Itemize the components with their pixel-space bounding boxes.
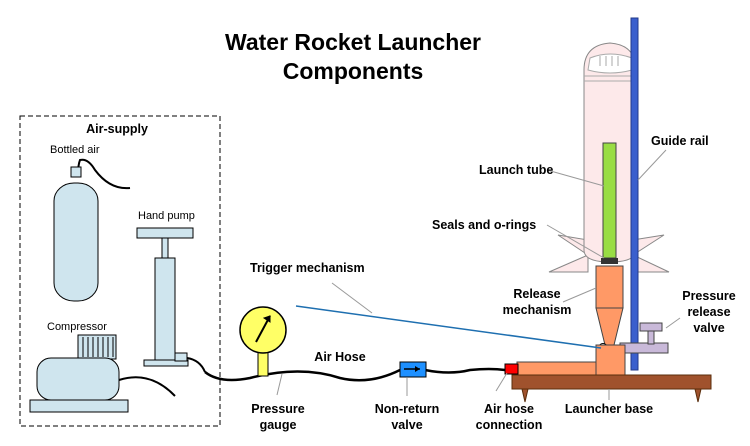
air-hose-connection xyxy=(504,363,519,375)
air-hose-connection-label-2: connection xyxy=(476,418,543,432)
pressure-gauge-label-1: Pressure xyxy=(251,402,305,416)
trigger-line xyxy=(295,305,602,349)
guide-rail-label: Guide rail xyxy=(651,134,709,148)
non-return-valve xyxy=(399,361,427,378)
title-line-2: Components xyxy=(283,58,424,84)
launch-tube xyxy=(602,142,617,259)
pressure-release-valve-label-3: valve xyxy=(693,321,724,335)
release-mechanism xyxy=(595,265,624,353)
non-return-valve-label-1: Non-return xyxy=(375,402,440,416)
pressure-gauge xyxy=(239,306,287,377)
release-mechanism-label-2: mechanism xyxy=(503,303,572,317)
hand-pump xyxy=(136,227,206,373)
non-return-valve-label-2: valve xyxy=(391,418,422,432)
air-hose-label: Air Hose xyxy=(314,350,365,364)
seals-orings-label: Seals and o-rings xyxy=(432,218,536,232)
hand-pump-label: Hand pump xyxy=(138,210,195,222)
leader-lines xyxy=(276,149,681,400)
pressure-gauge-label-2: gauge xyxy=(260,418,297,432)
air-supply-box xyxy=(19,115,221,427)
pressure-release-valve-label-1: Pressure xyxy=(682,289,736,303)
air-supply-heading: Air-supply xyxy=(86,122,148,136)
launcher-base xyxy=(511,374,712,403)
air-hose-line xyxy=(204,367,506,382)
seals-orings xyxy=(601,258,618,264)
base-riser xyxy=(595,344,626,376)
pressure-release-valve xyxy=(619,322,669,354)
pressure-release-valve-label-2: release xyxy=(687,305,730,319)
compressor xyxy=(29,334,176,413)
bottled-air-label: Bottled air xyxy=(50,144,100,156)
launch-tube-label: Launch tube xyxy=(479,163,553,177)
guide-rail xyxy=(630,17,639,371)
title-line-1: Water Rocket Launcher xyxy=(225,29,481,55)
air-hose-connection-label-1: Air hose xyxy=(484,402,534,416)
release-mechanism-label-1: Release xyxy=(513,287,560,301)
launcher-base-label: Launcher base xyxy=(565,402,653,416)
bottled-air-cylinder xyxy=(53,158,131,302)
compressor-label: Compressor xyxy=(47,321,107,333)
trigger-mechanism-label: Trigger mechanism xyxy=(250,261,365,275)
